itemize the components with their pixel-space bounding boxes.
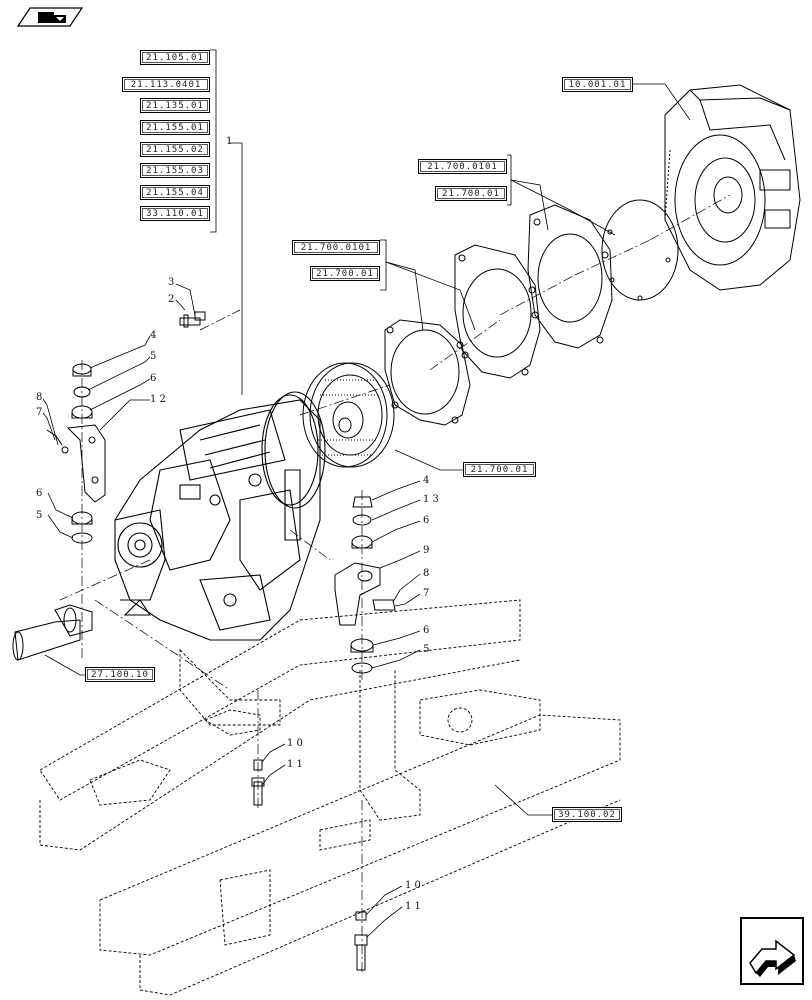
callout-item-5-left-bottom: 5	[36, 510, 43, 521]
ref-21-700-01-converter[interactable]: 21.700.01	[463, 462, 536, 477]
next-page-arrow-shape	[749, 939, 796, 977]
callout-item-11-lower: 1 1	[405, 901, 421, 912]
callout-item-6-left-bottom: 6	[36, 488, 43, 499]
callout-item-12: 1 2	[150, 394, 166, 405]
ref-27-100-10[interactable]: 27.100.10	[85, 667, 155, 682]
drive-shaft	[12, 604, 93, 661]
ref-33-110-01[interactable]: 33.110.01	[140, 206, 210, 221]
ref-21-135-01[interactable]: 21.135.01	[140, 98, 210, 113]
left-mount	[46, 363, 106, 544]
callout-item-11-upper: 1 1	[287, 759, 303, 770]
torque-converter	[302, 362, 395, 468]
centerlines	[59, 194, 731, 975]
callout-item-2: 2	[168, 294, 175, 305]
next-page-icon[interactable]	[740, 917, 804, 985]
ref-21-155-03[interactable]: 21.155.03	[140, 163, 210, 178]
callout-item-6-right-top: 6	[423, 515, 430, 526]
ref-21-700-01-lower[interactable]: 21.700.01	[310, 266, 380, 281]
chassis-frame	[39, 599, 621, 996]
ref-21-700-0101-lower[interactable]: 21.700.0101	[292, 240, 380, 255]
engine-block	[664, 84, 801, 291]
callout-item-3: 3	[168, 277, 175, 288]
callout-item-8-right: 8	[423, 568, 430, 579]
callout-item-5-right-bottom: 5	[423, 644, 430, 655]
callout-item-6-left-top: 6	[150, 373, 157, 384]
callout-item-5-left-top: 5	[150, 351, 157, 362]
ref-21-155-01[interactable]: 21.155.01	[140, 120, 210, 135]
callout-item-13: 1 3	[423, 494, 439, 505]
ref-21-113-0401[interactable]: 21.113.0401	[122, 77, 210, 92]
folder-back-icon-shape	[16, 7, 84, 27]
ref-21-700-0101-upper[interactable]: 21.700.0101	[418, 159, 507, 174]
callout-item-9: 9	[423, 545, 430, 556]
ref-21-105-01[interactable]: 21.105.01	[140, 50, 210, 65]
callout-item-1: 1	[226, 136, 233, 147]
ref-21-155-02[interactable]: 21.155.02	[140, 142, 210, 157]
callout-item-10-lower: 1 0	[405, 880, 421, 891]
callout-item-7-left: 7	[36, 407, 43, 418]
callout-item-8-left: 8	[36, 392, 43, 403]
ref-39-100-02[interactable]: 39.100.02	[552, 807, 622, 822]
ref-21-155-04[interactable]: 21.155.04	[140, 185, 210, 200]
right-mount	[334, 496, 396, 674]
folder-back-icon[interactable]	[16, 6, 84, 28]
leader-lines	[42, 49, 691, 938]
callout-item-6-right-bottom: 6	[423, 625, 430, 636]
flex-plates	[384, 199, 679, 426]
callout-item-10-upper: 1 0	[287, 738, 303, 749]
callout-item-4-left: 4	[150, 330, 157, 341]
ref-10-001-01[interactable]: 10.001.01	[562, 77, 633, 92]
ref-21-700-01-upper[interactable]: 21.700.01	[435, 186, 507, 201]
callout-item-7-right: 7	[423, 588, 430, 599]
callout-item-4-right: 4	[423, 475, 430, 486]
transmission-body	[114, 391, 326, 641]
